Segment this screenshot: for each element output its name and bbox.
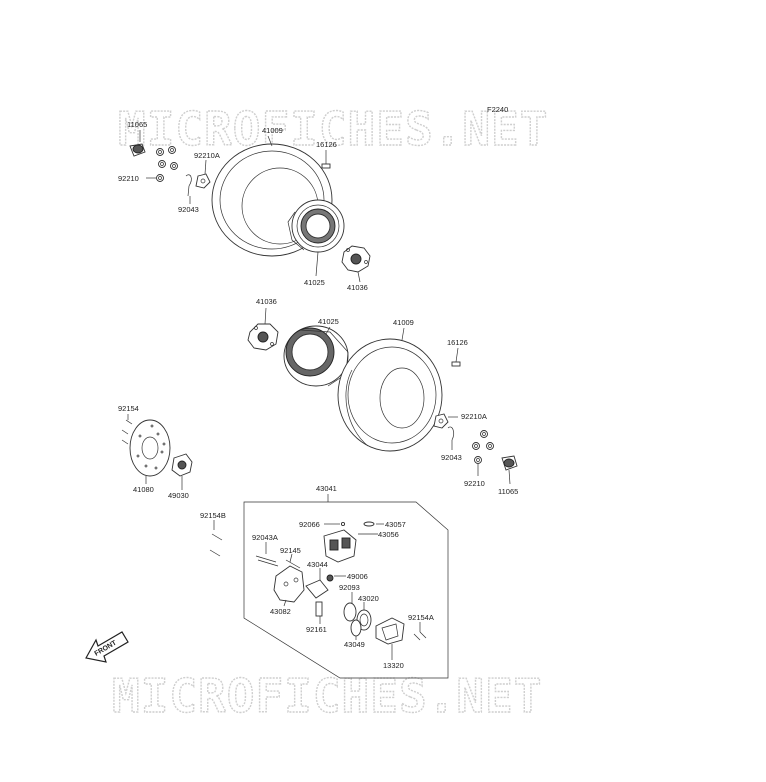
label-92093: 92093 (339, 583, 360, 592)
hub-middle[interactable] (247, 323, 279, 351)
label-43041: 43041 (316, 484, 337, 493)
label-92154A: 92154A (408, 613, 434, 622)
caliper-body-43056[interactable] (323, 529, 357, 563)
cap-nut-11065-upper[interactable] (129, 143, 146, 157)
nut-92210A-upper[interactable] (195, 173, 211, 189)
pad-13320[interactable] (375, 617, 405, 645)
nut-cluster-upper[interactable] (156, 146, 178, 182)
label-41009-upper: 41009 (262, 126, 283, 135)
label-92161: 92161 (306, 625, 327, 634)
diagram-code: F2240 (487, 105, 508, 114)
label-92210A-middle: 92210A (461, 412, 487, 421)
nut-cluster-middle[interactable] (472, 430, 494, 464)
label-92043A: 92043A (252, 533, 278, 542)
seal-92093[interactable] (343, 602, 357, 622)
label-11065-middle: 11065 (498, 487, 518, 496)
cap-nut-11065-middle[interactable] (501, 455, 518, 471)
label-92043-middle: 92043 (441, 453, 462, 462)
label-92145: 92145 (280, 546, 301, 555)
label-92210-upper: 92210 (118, 174, 139, 183)
watermark-top: MICROFICHES.NET (118, 102, 548, 156)
pins-92154A[interactable] (413, 631, 427, 641)
label-43049: 43049 (344, 640, 365, 649)
tire-middle[interactable] (337, 338, 443, 452)
bolts-92154[interactable] (121, 419, 133, 445)
spring-92145[interactable] (285, 559, 301, 569)
cap-92066[interactable] (340, 521, 346, 527)
label-43056: 43056 (378, 530, 399, 539)
valve-16126-middle[interactable] (451, 361, 461, 367)
label-16126-middle: 16126 (447, 338, 468, 347)
nut-92210A-middle[interactable] (433, 413, 449, 429)
label-41025-upper: 41025 (304, 278, 325, 287)
rim-upper[interactable] (287, 199, 345, 253)
label-92154B: 92154B (200, 511, 226, 520)
label-41009-middle: 41009 (393, 318, 414, 327)
label-43082: 43082 (270, 607, 291, 616)
label-41036-middle: 41036 (256, 297, 277, 306)
label-92066: 92066 (299, 520, 320, 529)
label-92043-upper: 92043 (178, 205, 199, 214)
brake-disc-41080[interactable] (129, 419, 171, 477)
seal-49006[interactable] (326, 574, 334, 582)
bleeder-43057[interactable] (363, 521, 375, 527)
hub-upper[interactable] (341, 245, 371, 273)
label-92154: 92154 (118, 404, 139, 413)
valve-16126-upper[interactable] (321, 163, 331, 169)
label-41025-middle: 41025 (318, 317, 339, 326)
label-43057: 43057 (385, 520, 406, 529)
label-41080: 41080 (133, 485, 154, 494)
bolts-92154B[interactable] (209, 520, 223, 557)
label-13320: 13320 (383, 661, 404, 670)
label-92210-middle: 92210 (464, 479, 485, 488)
rim-middle[interactable] (283, 325, 349, 387)
label-43044: 43044 (307, 560, 328, 569)
cotter-pin-92043-upper[interactable] (185, 174, 192, 197)
cotter-pin-92043-middle[interactable] (447, 426, 454, 441)
label-41036-upper: 41036 (347, 283, 368, 292)
bracket-43082[interactable] (273, 565, 305, 603)
label-11065-upper: 11065 (127, 120, 147, 129)
label-49030: 49030 (168, 491, 189, 500)
caliper-kit-outline (243, 501, 449, 679)
seal-43049[interactable] (350, 619, 362, 637)
hub-49030[interactable] (171, 453, 193, 477)
label-16126-upper: 16126 (316, 140, 337, 149)
pad-spring-43044[interactable] (305, 579, 329, 599)
pins-92043A[interactable] (255, 555, 279, 567)
front-arrow-icon: FRONT (85, 631, 129, 663)
label-43020: 43020 (358, 594, 379, 603)
bolt-92161[interactable] (315, 601, 323, 617)
watermark-bottom: MICROFICHES.NET (112, 669, 542, 723)
label-92210A-upper: 92210A (194, 151, 220, 160)
label-49006: 49006 (347, 572, 368, 581)
